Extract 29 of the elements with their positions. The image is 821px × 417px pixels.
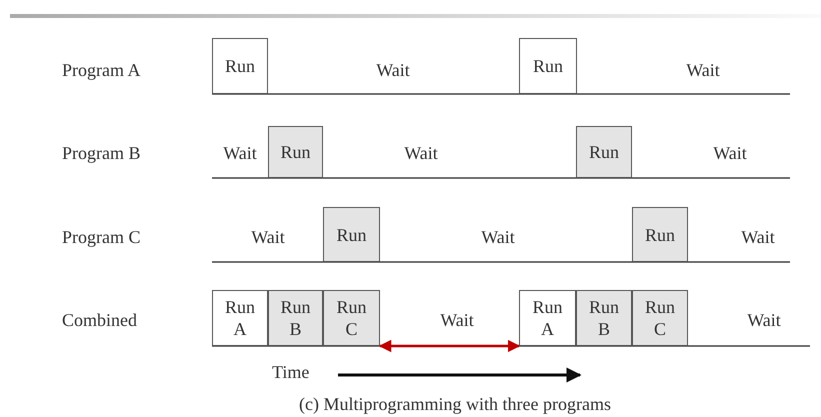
run-box: Run <box>519 38 577 94</box>
row-label: Combined <box>62 309 137 331</box>
state-label: Wait <box>404 142 438 164</box>
row-label: Program A <box>62 59 140 81</box>
run-box: Run B <box>576 290 632 346</box>
state-label: Wait <box>223 142 257 164</box>
run-box: Run A <box>519 290 576 346</box>
row-label: Program C <box>62 226 140 248</box>
run-box: Run <box>323 207 380 262</box>
double-arrow <box>378 340 520 352</box>
run-box: Run C <box>323 290 380 346</box>
state-label: Wait <box>741 226 775 248</box>
state-label: Wait <box>481 226 515 248</box>
state-label: Wait <box>251 226 285 248</box>
row-label: Program B <box>62 142 140 164</box>
run-box: Run <box>268 126 323 178</box>
run-box: Run <box>212 38 268 94</box>
run-box: Run <box>576 126 632 178</box>
state-label: Wait <box>440 309 474 331</box>
run-box: Run C <box>632 290 688 346</box>
caption: (c) Multiprogramming with three programs <box>299 393 611 415</box>
state-label: Wait <box>713 142 747 164</box>
state-label: Wait <box>686 59 720 81</box>
state-label: Wait <box>747 309 781 331</box>
axis-label: Time <box>272 361 310 383</box>
run-box: Run A <box>212 290 268 346</box>
state-label: Wait <box>376 59 410 81</box>
run-box: Run <box>632 207 688 262</box>
run-box: Run B <box>268 290 323 346</box>
